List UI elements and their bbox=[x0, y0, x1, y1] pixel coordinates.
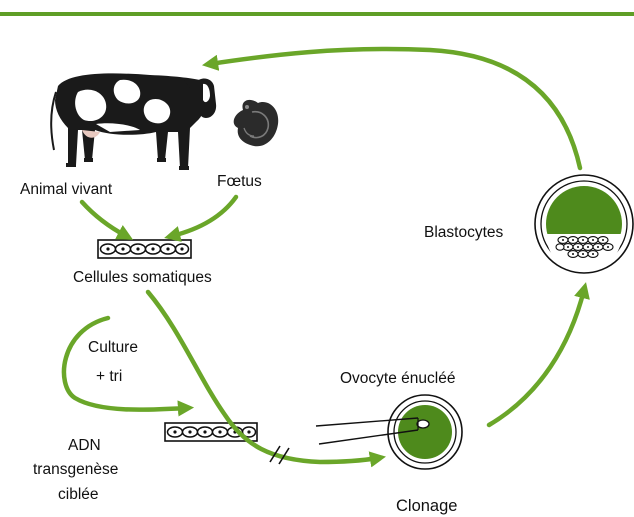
foetus-icon bbox=[234, 100, 279, 146]
label-blastocyst: Blastocytes bbox=[424, 224, 504, 241]
blastocyst-icon bbox=[535, 175, 633, 273]
label-adn: ADN bbox=[68, 437, 101, 454]
arrow-culture-loop bbox=[64, 318, 186, 410]
label-cloning: Clonage bbox=[396, 497, 457, 515]
label-oocyte: Ovocyte énucléé bbox=[340, 370, 455, 387]
label-culture: Culture bbox=[88, 339, 138, 356]
arrow-oocyte-to-blastocyst bbox=[489, 290, 584, 425]
label-foetus: Fœtus bbox=[217, 173, 262, 190]
label-transgenesis: transgenèse bbox=[33, 461, 118, 478]
label-somatic-cells: Cellules somatiques bbox=[73, 269, 212, 286]
arrow-foetus-to-cells bbox=[172, 197, 236, 236]
top-rule bbox=[0, 12, 634, 16]
label-animal: Animal vivant bbox=[20, 181, 113, 198]
arrow-animal-to-cells bbox=[82, 202, 126, 236]
cell-culture-dish-icon bbox=[98, 240, 191, 258]
label-tri: + tri bbox=[96, 368, 122, 385]
holstein-cow-icon bbox=[51, 73, 216, 170]
label-targeted: ciblée bbox=[58, 486, 99, 503]
